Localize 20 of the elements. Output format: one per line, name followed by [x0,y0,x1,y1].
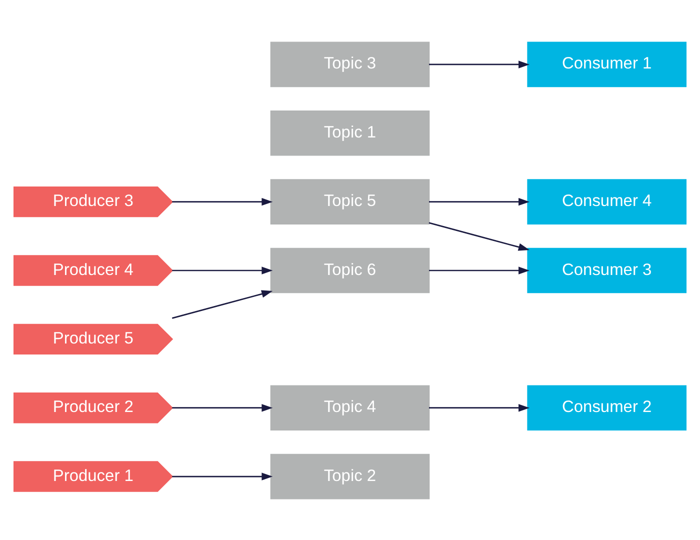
arrow [429,197,530,206]
arrow [172,266,273,274]
node-box: Consumer 4 [527,178,687,224]
node-box: Topic 4 [270,384,430,430]
node-box: Topic 1 [270,110,430,156]
arrow [172,197,273,206]
arrow [429,60,530,68]
node-box: Topic 2 [270,453,430,499]
node-box: Consumer 3 [527,247,687,293]
arrow [429,266,530,274]
arrow [172,472,273,480]
node-box: Topic 5 [270,178,430,224]
node-box: Consumer 2 [527,384,687,430]
node-box: Consumer 1 [527,41,687,87]
node-box: Topic 6 [270,247,430,293]
arrow [428,222,530,250]
arrow [172,404,273,412]
arrow [172,290,273,318]
arrow [429,404,530,412]
node-box: Topic 3 [270,41,430,87]
